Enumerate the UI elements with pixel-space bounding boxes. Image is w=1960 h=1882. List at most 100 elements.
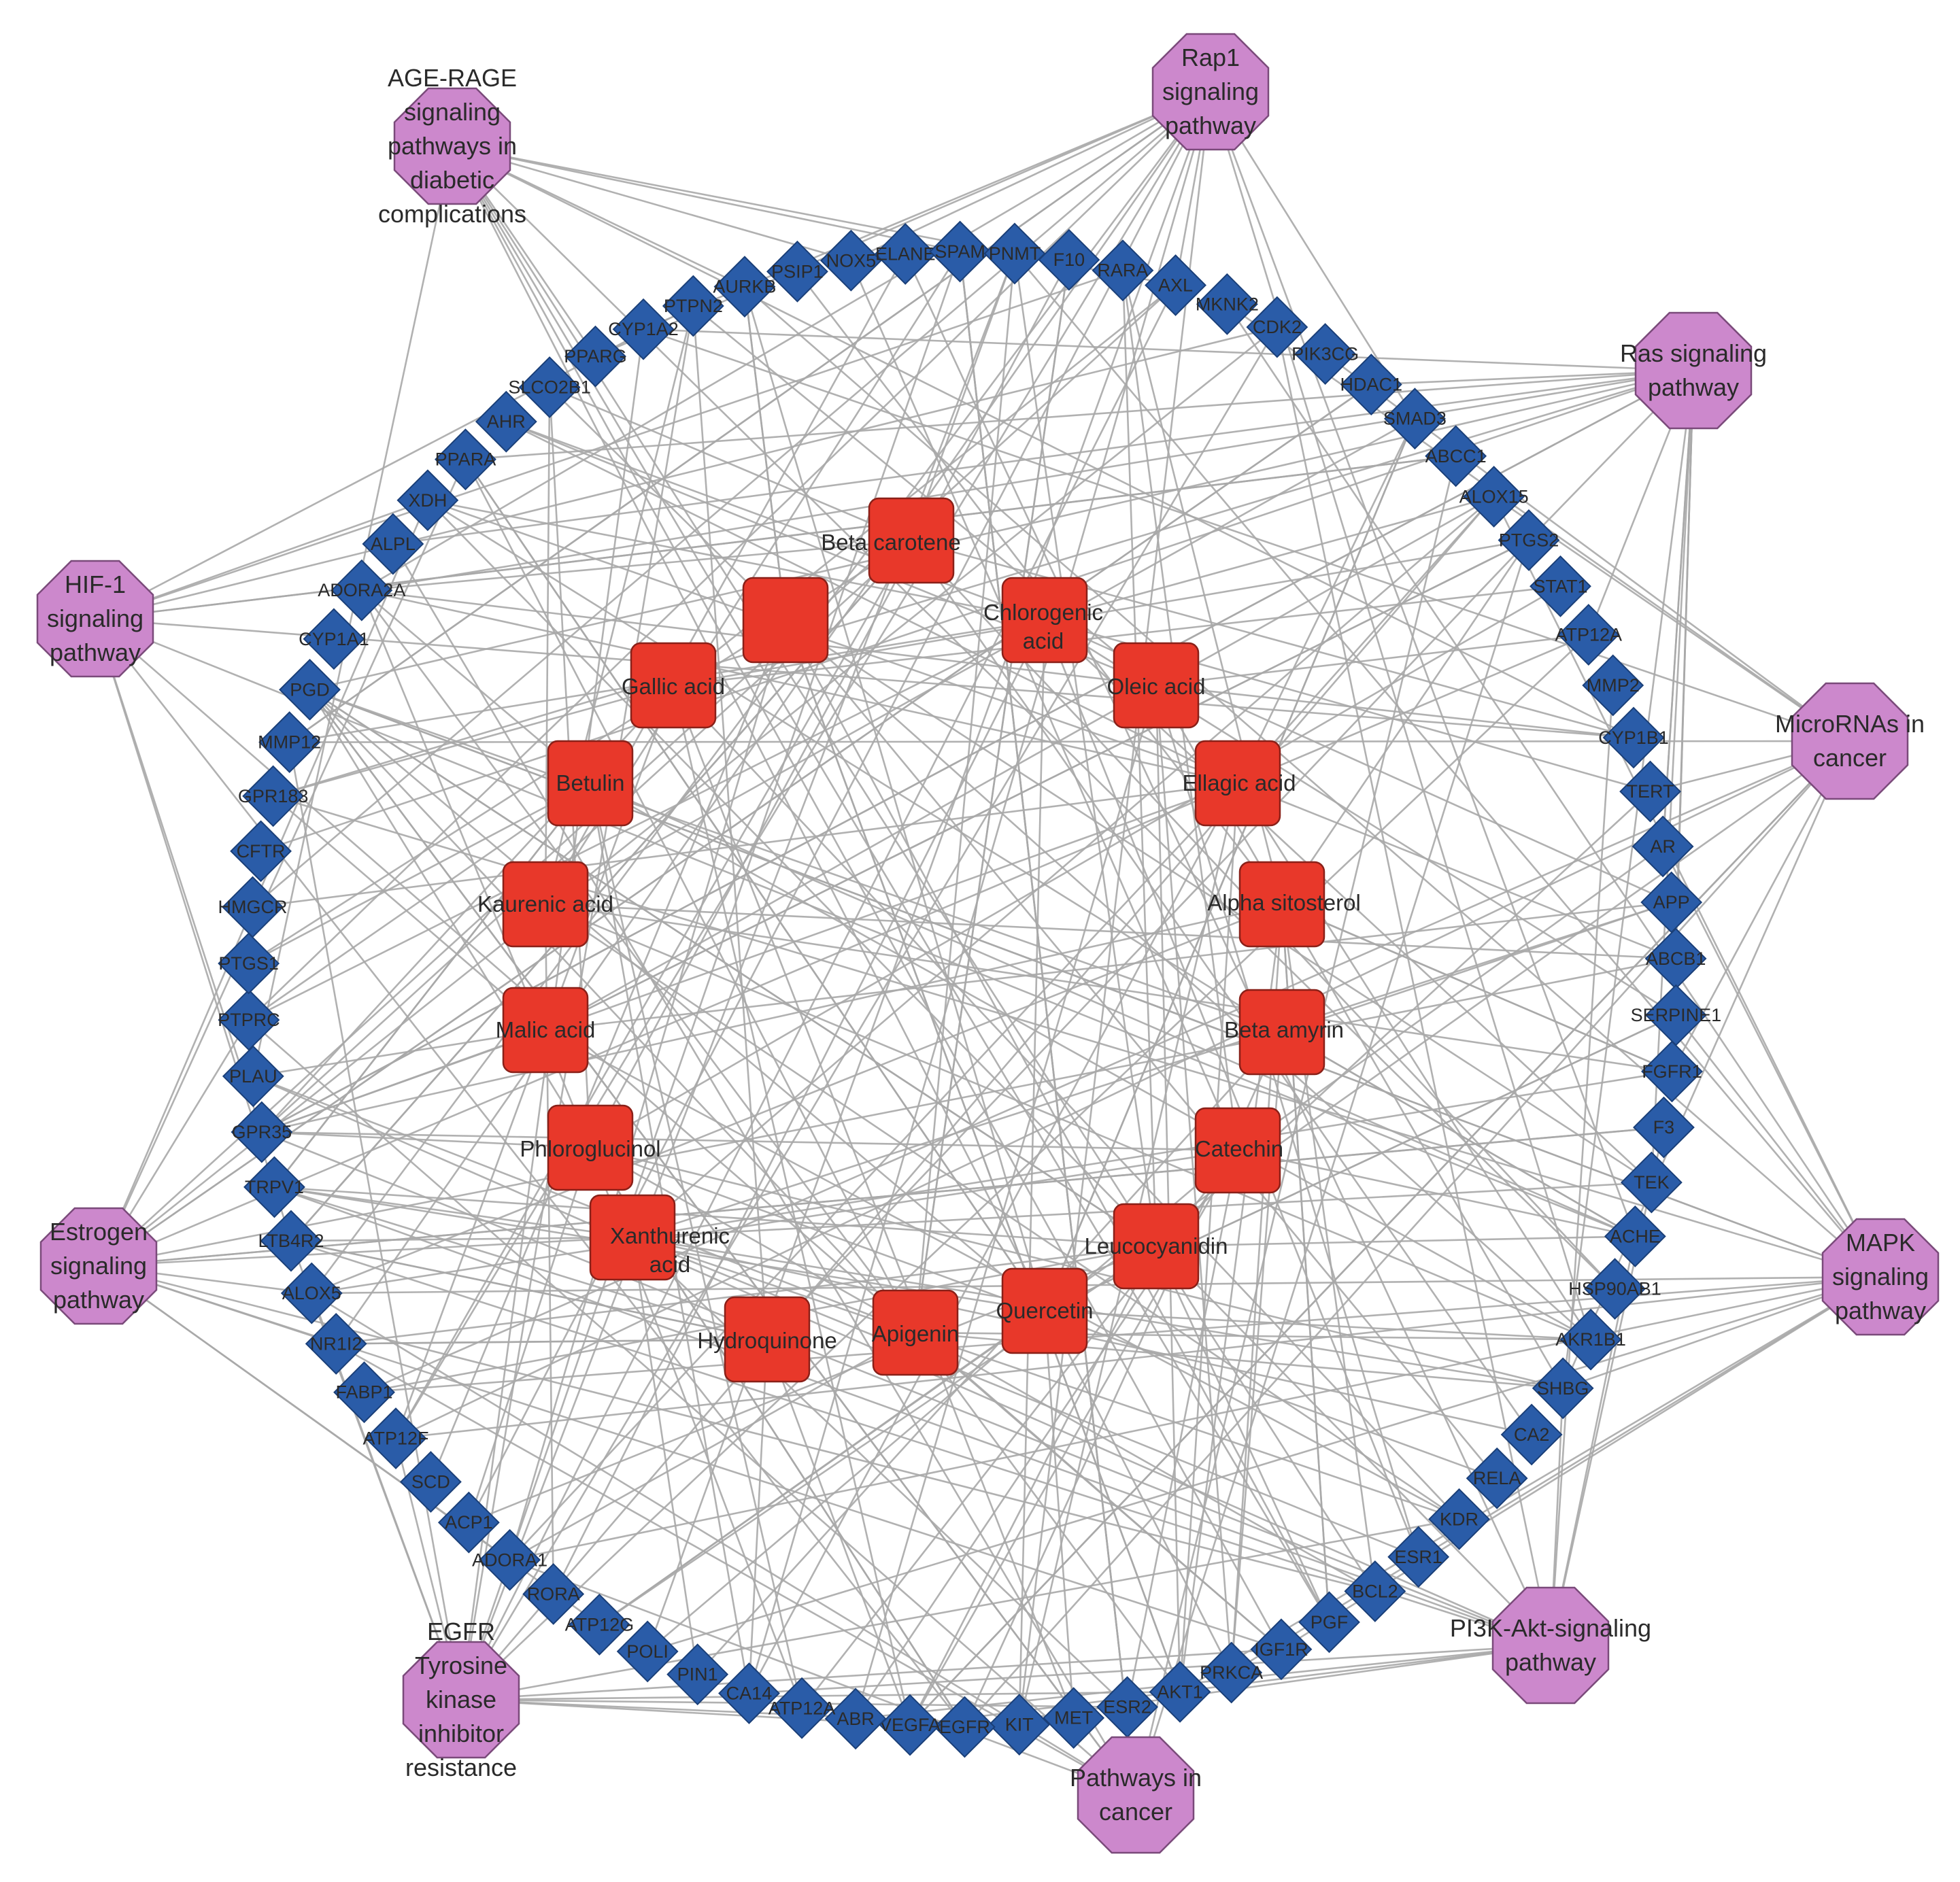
target-node[interactable]: ADORA1 bbox=[472, 1528, 547, 1591]
target-node[interactable]: GPR183 bbox=[238, 765, 309, 827]
target-node[interactable]: MMP12 bbox=[258, 711, 321, 773]
target-node[interactable]: PRKCA bbox=[1200, 1641, 1263, 1704]
target-node[interactable]: HSP90AB1 bbox=[1568, 1258, 1661, 1320]
target-node[interactable]: PPARA bbox=[435, 428, 496, 491]
target-node[interactable]: NOX5 bbox=[820, 229, 882, 292]
target-node[interactable]: PLAU bbox=[222, 1045, 284, 1108]
target-node[interactable]: PIN1 bbox=[666, 1643, 729, 1706]
target-node[interactable]: VEGFA bbox=[879, 1694, 941, 1756]
target-node[interactable]: F10 bbox=[1038, 228, 1100, 291]
compound-node-gallic-acid[interactable]: Gallic acid bbox=[622, 577, 829, 699]
target-node[interactable]: FABP1 bbox=[333, 1361, 395, 1424]
target-node[interactable]: ELANE bbox=[874, 223, 936, 285]
target-node[interactable]: TRPV1 bbox=[243, 1156, 305, 1218]
target-node[interactable]: ALOX5 bbox=[280, 1262, 343, 1324]
target-node[interactable]: POLI bbox=[616, 1620, 679, 1683]
target-node[interactable]: ABCB1 bbox=[1644, 927, 1707, 990]
target-node[interactable]: PPARG bbox=[564, 325, 627, 388]
target-node[interactable]: ATP12G bbox=[565, 1594, 635, 1656]
target-node[interactable]: AHR bbox=[475, 390, 537, 453]
target-node[interactable]: GPR35 bbox=[231, 1101, 293, 1163]
target-node[interactable]: MMP2 bbox=[1582, 654, 1644, 717]
target-node[interactable]: PTGS1 bbox=[218, 932, 280, 995]
target-node[interactable]: ATP12A bbox=[768, 1677, 836, 1739]
target-node[interactable]: SPAM bbox=[929, 220, 992, 283]
target-node[interactable]: CDK2 bbox=[1246, 296, 1308, 358]
target-node[interactable]: KDR bbox=[1428, 1488, 1490, 1550]
target-node[interactable]: PGF bbox=[1298, 1591, 1360, 1654]
target-node[interactable]: CA14 bbox=[718, 1662, 780, 1724]
target-node[interactable]: CFTR bbox=[230, 820, 292, 883]
target-node[interactable]: STAT1 bbox=[1530, 555, 1591, 617]
target-node[interactable]: ABCC1 bbox=[1425, 425, 1487, 487]
target-node[interactable]: CYP1A2 bbox=[608, 298, 679, 360]
target-node[interactable]: ESR2 bbox=[1096, 1676, 1158, 1739]
target-node[interactable]: ABR bbox=[824, 1688, 887, 1750]
compound-node-hydroquinone[interactable]: Hydroquinone bbox=[697, 1296, 837, 1383]
compound-node-leucocyanidin[interactable]: Leucocyanidin bbox=[1085, 1203, 1228, 1290]
target-node[interactable]: PIK3CG bbox=[1291, 323, 1359, 385]
target-node[interactable]: AXL bbox=[1145, 254, 1206, 316]
target-node[interactable]: AKR1B1 bbox=[1555, 1308, 1626, 1371]
target-node[interactable]: CA2 bbox=[1500, 1403, 1563, 1466]
target-node[interactable]: ESR1 bbox=[1387, 1526, 1450, 1588]
target-node[interactable]: AR bbox=[1632, 815, 1694, 878]
target-node[interactable]: AURKB bbox=[713, 256, 776, 318]
target-node[interactable]: ATP12A bbox=[1555, 604, 1623, 666]
target-node[interactable]: HMGCR bbox=[218, 876, 288, 938]
compound-node-catechin[interactable]: Catechin bbox=[1194, 1107, 1283, 1194]
target-node[interactable]: RORA bbox=[522, 1563, 585, 1625]
target-node[interactable]: PTPRC bbox=[218, 989, 280, 1051]
target-node[interactable]: PSIP1 bbox=[766, 240, 828, 303]
target-node[interactable]: EGFR bbox=[933, 1696, 996, 1758]
target-node[interactable]: MKNK2 bbox=[1196, 273, 1259, 335]
target-node[interactable]: CYP1B1 bbox=[1598, 706, 1669, 769]
target-node[interactable]: HDAC1 bbox=[1340, 354, 1403, 415]
target-node[interactable]: TEK bbox=[1620, 1151, 1683, 1214]
compound-node-beta-carotene[interactable]: Beta carotene bbox=[821, 497, 961, 584]
target-node[interactable]: TERT bbox=[1619, 760, 1681, 823]
target-node[interactable]: ATP12F bbox=[362, 1407, 429, 1469]
compound-node-ellagic-acid[interactable]: Ellagic acid bbox=[1183, 740, 1296, 827]
target-node[interactable]: SLCO2B1 bbox=[508, 356, 591, 418]
compound-node-kaurenic-acid[interactable]: Kaurenic acid bbox=[477, 861, 613, 948]
compound-node-alpha-sitosterol[interactable]: Alpha sitosterol bbox=[1207, 861, 1361, 948]
target-node[interactable]: MET bbox=[1043, 1687, 1105, 1749]
compound-node-betulin[interactable]: Betulin bbox=[547, 740, 634, 827]
target-node[interactable]: SHBG bbox=[1532, 1357, 1594, 1420]
target-node[interactable]: IGF1R bbox=[1250, 1618, 1313, 1681]
compound-node-quercetin[interactable]: Quercetin bbox=[996, 1267, 1094, 1354]
compound-node-malic-acid[interactable]: Malic acid bbox=[496, 987, 596, 1074]
target-node[interactable]: F3 bbox=[1633, 1096, 1695, 1159]
compound-node-beta-amyrin[interactable]: Beta amyrin bbox=[1224, 989, 1344, 1076]
target-node[interactable]: SCD bbox=[399, 1451, 462, 1513]
target-node[interactable]: PTGS2 bbox=[1498, 509, 1560, 571]
target-node[interactable]: XDH bbox=[396, 469, 459, 532]
compound-node-apigenin[interactable]: Apigenin bbox=[872, 1289, 959, 1376]
target-node[interactable]: FGFR1 bbox=[1641, 1040, 1703, 1103]
target-node[interactable]: ALOX15 bbox=[1459, 466, 1529, 528]
target-node[interactable]: PNMT bbox=[983, 222, 1046, 285]
target-node[interactable]: ALPL bbox=[362, 513, 424, 575]
target-node[interactable]: BCL2 bbox=[1344, 1560, 1406, 1622]
target-node[interactable]: SMAD3 bbox=[1383, 388, 1447, 450]
target-node[interactable]: ACP1 bbox=[437, 1491, 500, 1554]
target-node[interactable]: CYP1A1 bbox=[299, 608, 369, 670]
target-node[interactable]: SERPINE1 bbox=[1631, 984, 1722, 1046]
target-node[interactable]: RELA bbox=[1466, 1447, 1528, 1509]
target-node[interactable]: NR1I2 bbox=[305, 1313, 367, 1375]
target-node[interactable]: AKT1 bbox=[1149, 1660, 1211, 1723]
target-node[interactable]: KIT bbox=[988, 1694, 1051, 1756]
target-node[interactable]: PTPN2 bbox=[662, 275, 724, 337]
